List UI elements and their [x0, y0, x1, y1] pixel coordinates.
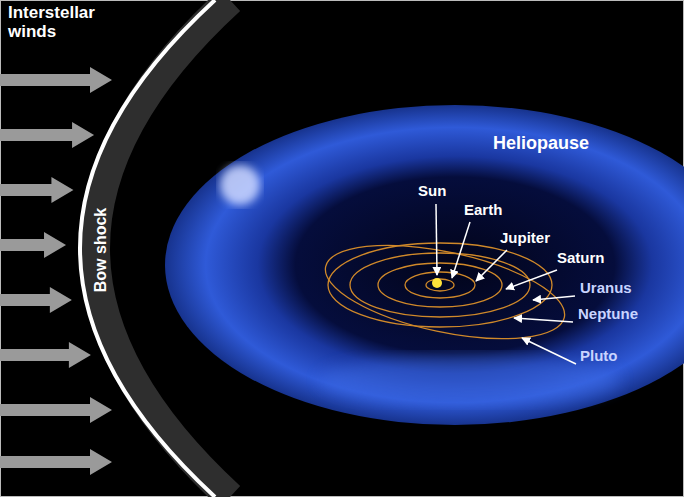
orbits: [317, 228, 572, 357]
wind-label: Interstellar winds: [8, 4, 118, 41]
leader-lines: [436, 204, 576, 364]
heliosphere-glow: [320, 355, 620, 405]
planet-label: Earth: [464, 202, 502, 219]
leader-line: [533, 296, 575, 300]
leader-line: [522, 338, 576, 364]
sun-dot: [432, 278, 442, 288]
wind-arrow: [0, 122, 94, 148]
planet-label: Neptune: [578, 306, 638, 323]
leader-line: [514, 318, 573, 322]
heliopause-label: Heliopause: [493, 134, 589, 154]
planet-label: Jupiter: [500, 230, 550, 247]
orbit: [350, 253, 530, 317]
planet-label: Uranus: [580, 280, 632, 297]
wind-arrow: [0, 342, 91, 368]
wind-arrow: [0, 287, 72, 313]
heliosphere: [165, 105, 684, 425]
orbit: [426, 279, 454, 291]
bow-shock-label: Bow shock: [92, 208, 110, 292]
wind-arrow: [0, 232, 66, 258]
wind-arrow: [0, 177, 73, 203]
leader-line: [452, 222, 470, 278]
planet-label: Pluto: [580, 348, 618, 365]
orbit: [405, 272, 475, 298]
bow-shock-band: [95, 0, 230, 497]
orbit: [317, 228, 572, 357]
wind-arrows: [0, 67, 112, 475]
wind-arrow: [0, 67, 112, 93]
light-spot: [220, 165, 260, 205]
leader-line: [506, 270, 557, 289]
wind-arrow: [0, 397, 112, 423]
leader-line: [476, 250, 507, 281]
wind-arrow: [0, 449, 112, 475]
orbit: [378, 263, 502, 307]
leader-line: [436, 204, 437, 275]
planet-label: Sun: [418, 183, 446, 200]
planet-label: Saturn: [557, 250, 605, 267]
